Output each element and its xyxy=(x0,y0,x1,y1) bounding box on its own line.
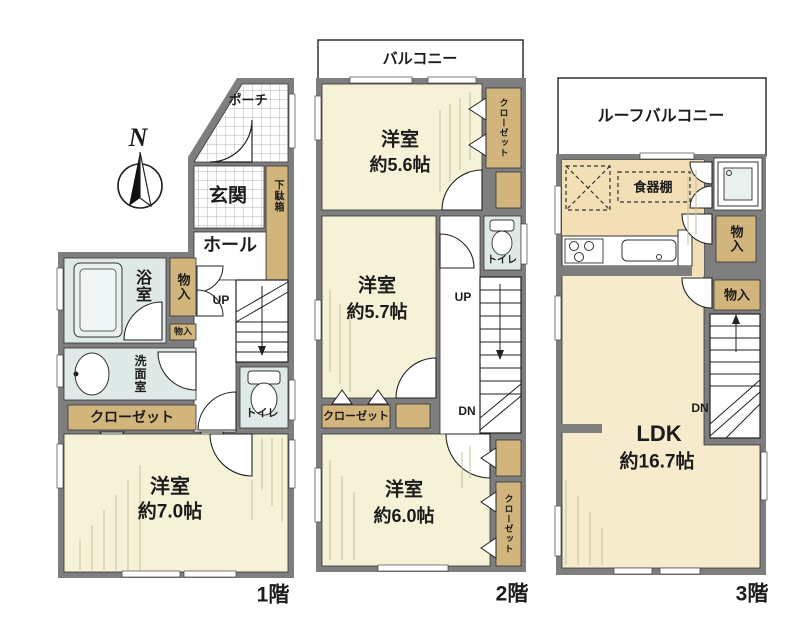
bathroom-label: 浴室 xyxy=(133,269,150,303)
windows-2f xyxy=(314,76,528,572)
storage-box-1f xyxy=(169,257,197,317)
room57-size: 約5.7帖 xyxy=(346,302,408,322)
closet-60 xyxy=(495,481,522,567)
closet-56 xyxy=(485,87,522,169)
appliance-nook xyxy=(713,157,763,211)
hatch-lines xyxy=(79,438,283,570)
room57-label: 洋室 xyxy=(357,275,397,297)
storage-3f-1 xyxy=(715,215,757,263)
storage-3f-1-label: 物入 xyxy=(728,225,744,253)
cupboard-outline xyxy=(617,171,691,203)
stairs-3f xyxy=(709,313,761,439)
storage-box xyxy=(495,439,522,477)
storage-3f-2 xyxy=(713,279,761,311)
dn-label-2f: DN xyxy=(458,404,476,418)
hatch-lines xyxy=(439,92,471,192)
stairs-1f xyxy=(235,279,289,363)
floor2-label: 2階 xyxy=(495,582,529,606)
closet56-label: クローゼット xyxy=(498,98,509,158)
room60-size: 約6.0帖 xyxy=(373,506,435,526)
porch-label: ポーチ xyxy=(228,92,268,108)
bathroom xyxy=(63,257,167,344)
western-room-7-size: 約7.0帖 xyxy=(137,501,203,523)
storage1-label: 物入 xyxy=(175,273,191,301)
roof-balcony xyxy=(557,77,767,157)
entrance-door-arc xyxy=(209,119,253,163)
entrance-room xyxy=(193,165,265,229)
washroom-door-arc xyxy=(157,351,197,391)
toilet-1f-label: トイレ xyxy=(245,407,279,420)
floor3-plan xyxy=(554,77,768,575)
dn-label-3f: DN xyxy=(691,401,709,415)
door-arc xyxy=(681,213,713,245)
closet-fold-doors xyxy=(468,97,487,157)
cupboard-label: 食器棚 xyxy=(633,179,673,195)
toilet-door-arc xyxy=(197,391,237,431)
up-label-1f: UP xyxy=(212,293,230,307)
western-room-56 xyxy=(321,83,483,211)
storage2-label: 物入 xyxy=(173,326,193,337)
closet-2f-mid xyxy=(321,404,391,429)
toilet-1f xyxy=(197,366,289,431)
closet-fold-doors xyxy=(480,447,497,559)
bathroom-door-arc xyxy=(123,301,163,341)
floor3-label: 3階 xyxy=(735,582,769,606)
up-label-2f: UP xyxy=(454,290,472,304)
toilet-2f-label: トイレ xyxy=(487,255,517,266)
western-room-7-label: 洋室 xyxy=(150,476,190,498)
hall-label: ホール xyxy=(203,235,257,255)
storage-box xyxy=(395,403,431,429)
hatch-lines xyxy=(329,446,471,560)
washbasin xyxy=(74,352,110,396)
room-door-arc xyxy=(209,433,253,477)
toilet-2f xyxy=(439,215,522,271)
windows-3f xyxy=(554,152,768,575)
ldk-label: LDK xyxy=(636,421,682,446)
kitchen-half-wall xyxy=(556,266,692,276)
porch xyxy=(193,83,289,163)
wall-stub xyxy=(556,424,602,433)
closet-60-label: クローゼット xyxy=(503,494,514,554)
storage-3f-2-label: 物入 xyxy=(723,287,751,303)
compass xyxy=(117,151,163,209)
shoe-box-label: 下駄箱 xyxy=(272,179,283,213)
floor2-plan xyxy=(314,39,528,572)
balcony xyxy=(317,39,524,80)
compass-north-label: N xyxy=(128,123,148,152)
kitchen-sink xyxy=(621,239,677,262)
room56-size: 約5.6帖 xyxy=(369,155,431,175)
room60-label: 洋室 xyxy=(384,479,424,501)
hatch-lines xyxy=(565,170,697,565)
kitchen xyxy=(556,165,693,276)
refrigerator-space xyxy=(565,165,611,211)
closet-1f xyxy=(67,404,197,431)
storage-door-flaps xyxy=(196,265,224,317)
entrance-label: 玄関 xyxy=(208,185,248,207)
western-room-57 xyxy=(321,215,437,399)
balcony-label: バルコニー xyxy=(382,50,458,68)
floor1-label: 1階 xyxy=(256,583,290,607)
washroom xyxy=(63,347,197,401)
closet-1f-label: クローゼット xyxy=(90,409,174,425)
room56-label: 洋室 xyxy=(380,129,420,151)
door-arc xyxy=(681,277,713,309)
western-room-60 xyxy=(321,433,491,567)
storage-box xyxy=(495,171,522,209)
floor1-plan xyxy=(56,78,296,578)
storage-box-1f-small xyxy=(169,323,197,341)
windows-1f xyxy=(56,93,296,578)
hatch-lines xyxy=(329,290,351,392)
washroom-label: 洗面室 xyxy=(133,354,147,394)
roof-balcony-label: ルーフバルコニー xyxy=(597,108,725,125)
stairs-2f xyxy=(479,276,522,434)
western-room-7 xyxy=(63,433,289,573)
closet-fold-doors xyxy=(331,389,389,405)
stove xyxy=(564,238,604,264)
ldk-size: 約16.7帖 xyxy=(619,451,695,473)
closet-2f-mid-label: クローゼット xyxy=(323,410,389,423)
